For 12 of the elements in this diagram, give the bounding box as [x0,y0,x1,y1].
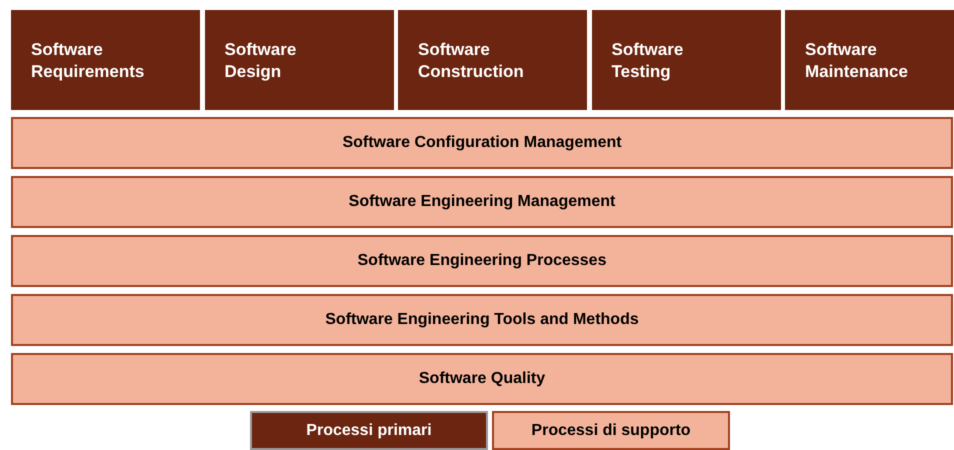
process-box: Software Construction [398,10,587,110]
process-box: Software Maintenance [785,10,954,110]
process-band: Software Engineering Management [11,176,953,228]
process-box: Software Design [204,10,394,110]
process-box: Software Testing [592,10,780,110]
process-band: Software Configuration Management [11,117,953,169]
process-band: Software Engineering Tools and Methods [11,294,953,346]
process-band: Software Quality [11,353,953,405]
legend-item: Processi di supporto [492,411,730,450]
legend-item: Processi primari [250,411,488,450]
process-box: Software Requirements [11,10,200,110]
process-band: Software Engineering Processes [11,235,953,287]
